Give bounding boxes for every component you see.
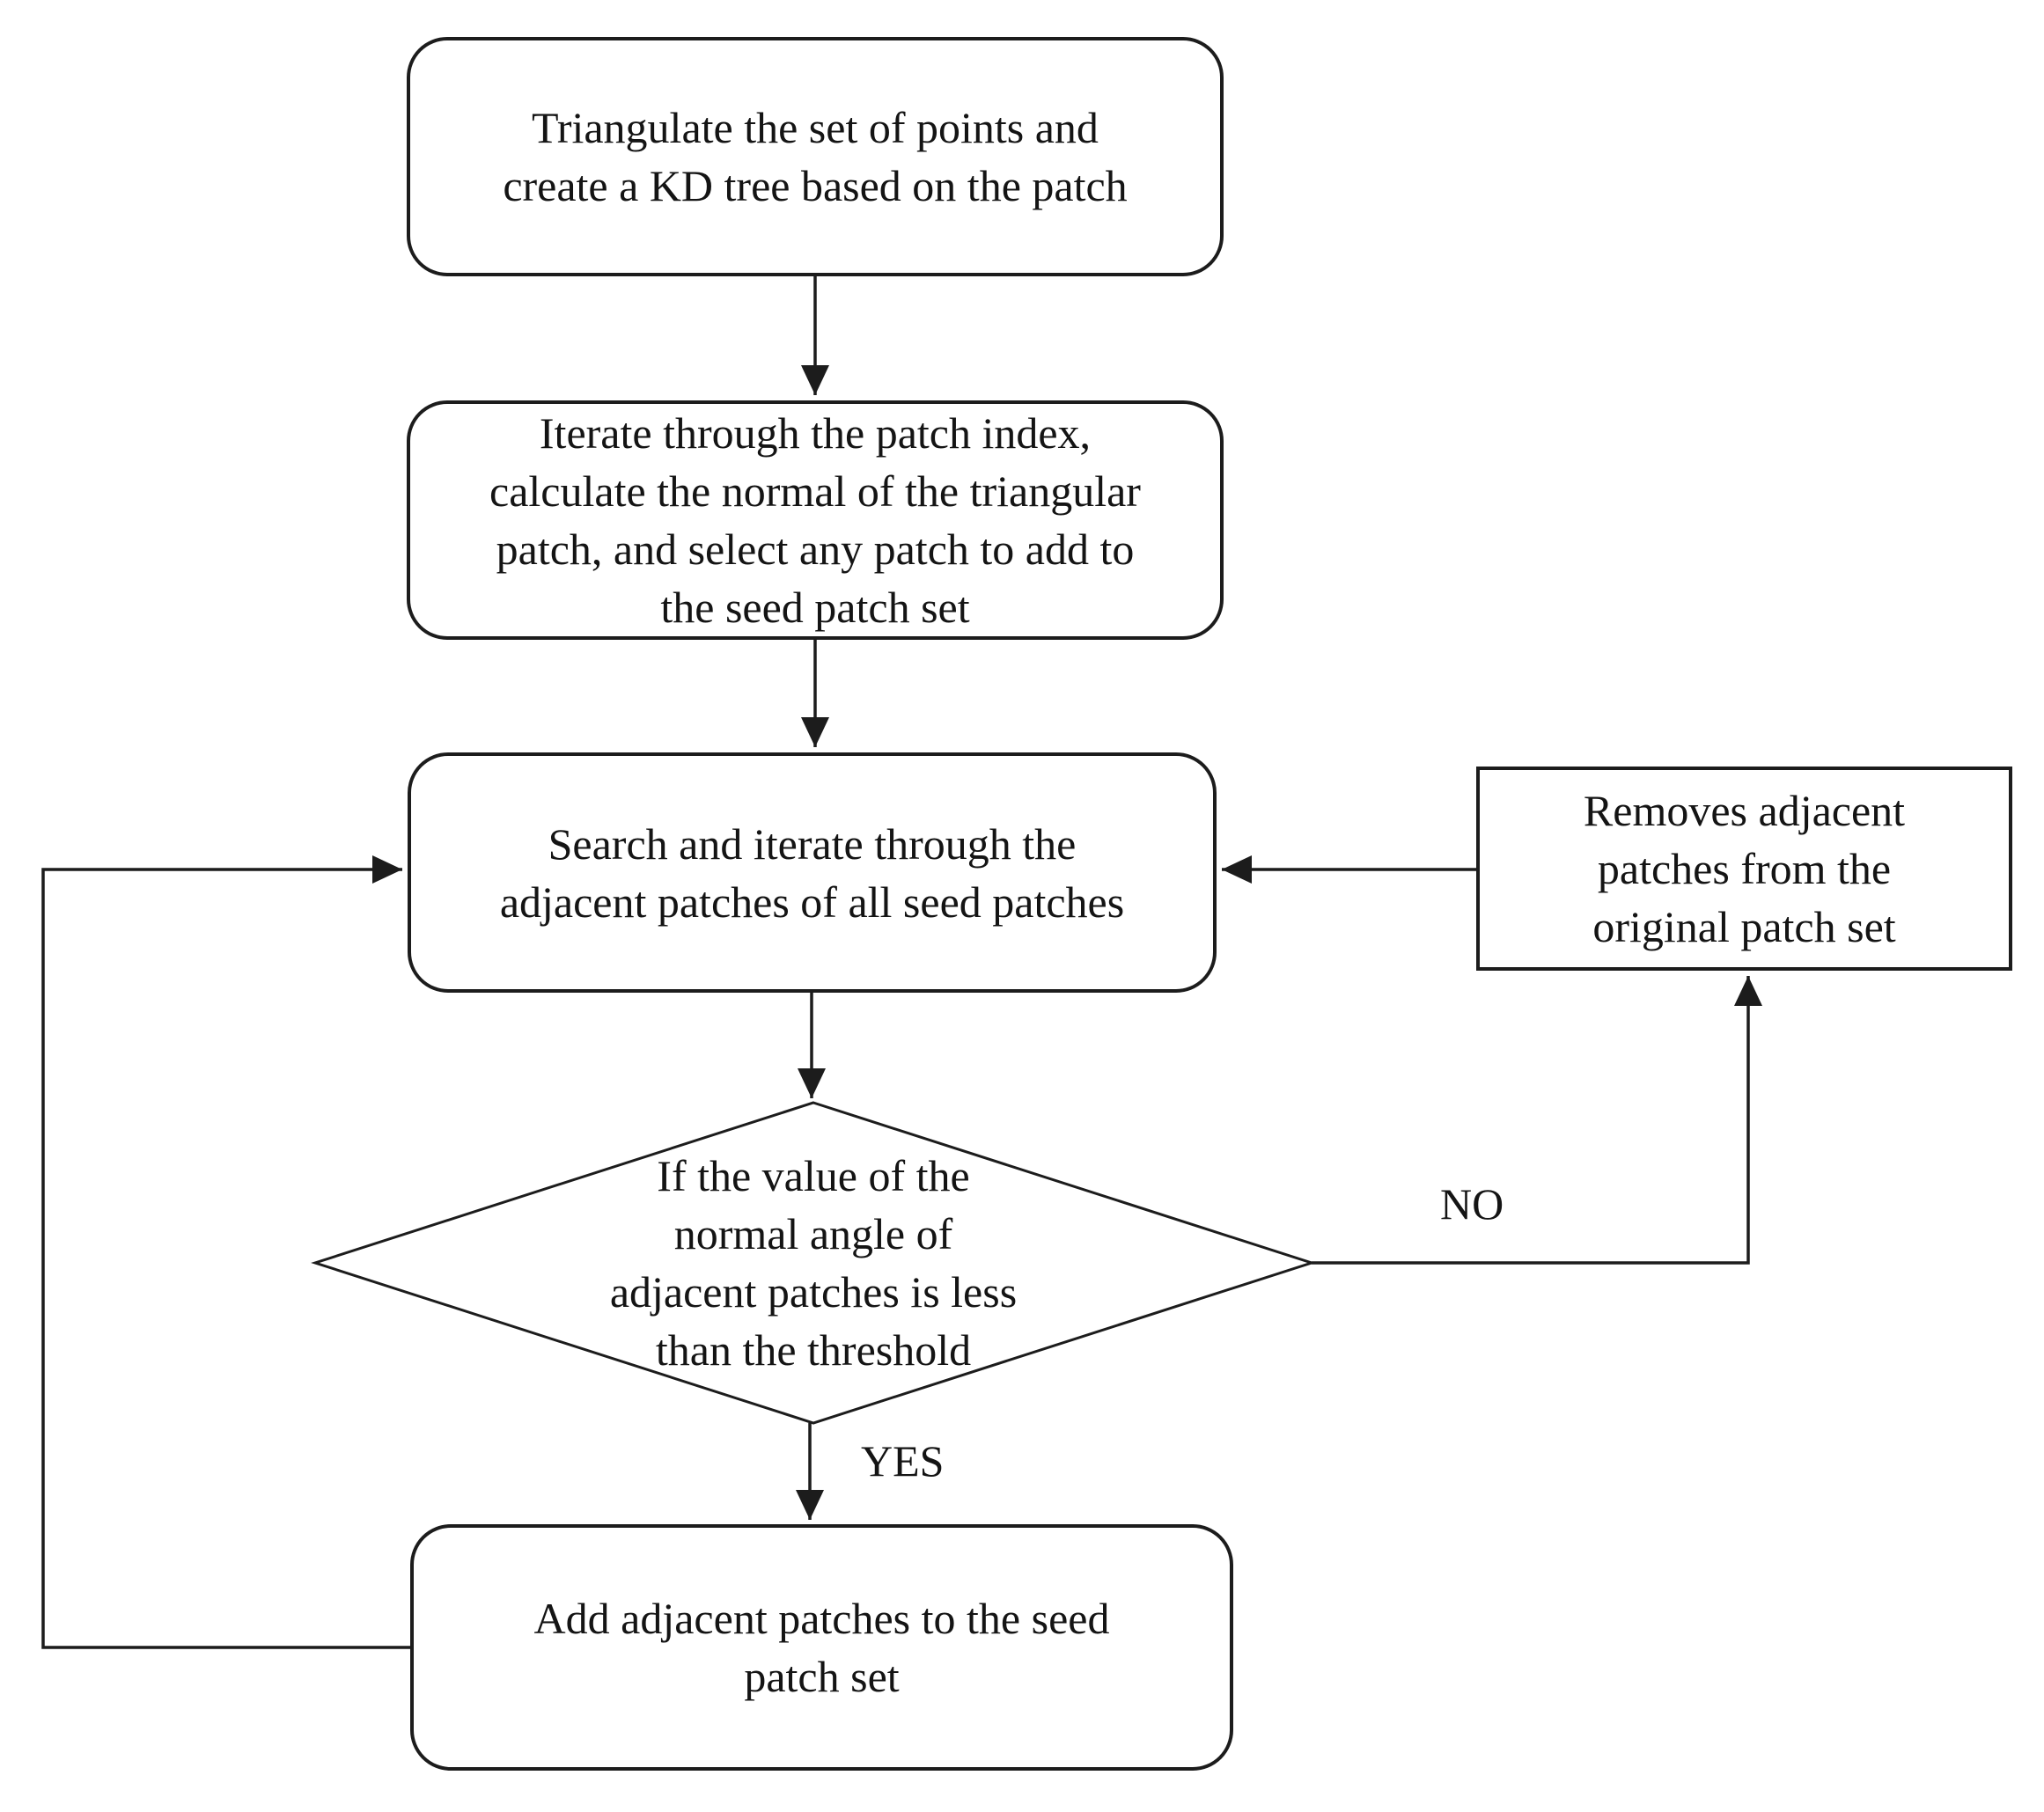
edge-label-yes: YES [861,1436,945,1486]
node-add-adjacent: Add adjacent patches to the seed patch s… [410,1524,1233,1771]
node-remove-adjacent-label: Removes adjacent patches from the origin… [1583,786,1906,951]
decision-diamond-shape [311,1101,1316,1425]
node-search-adjacent-label: Search and iterate through the adjacent … [499,818,1125,927]
node-triangulate: Triangulate the set of points and create… [407,37,1224,276]
node-threshold-decision-label: If the value of the normal angle of adja… [609,1151,1018,1375]
arrow-add-loop-to-search [41,855,410,1649]
node-threshold-decision: If the value of the normal angle of adja… [576,1140,1051,1386]
node-triangulate-label: Triangulate the set of points and create… [503,103,1128,210]
node-iterate-patch-index: Iterate through the patch index, calcula… [407,400,1224,640]
node-add-adjacent-label: Add adjacent patches to the seed patch s… [533,1594,1110,1701]
node-remove-adjacent: Removes adjacent patches from the origin… [1476,767,2012,971]
node-iterate-patch-index-label: Iterate through the patch index, calcula… [489,408,1141,632]
arrow-decision-no-to-remove [1312,976,1762,1265]
edge-label-no: NO [1440,1179,1504,1229]
node-search-adjacent: Search and iterate through the adjacent … [408,752,1217,993]
